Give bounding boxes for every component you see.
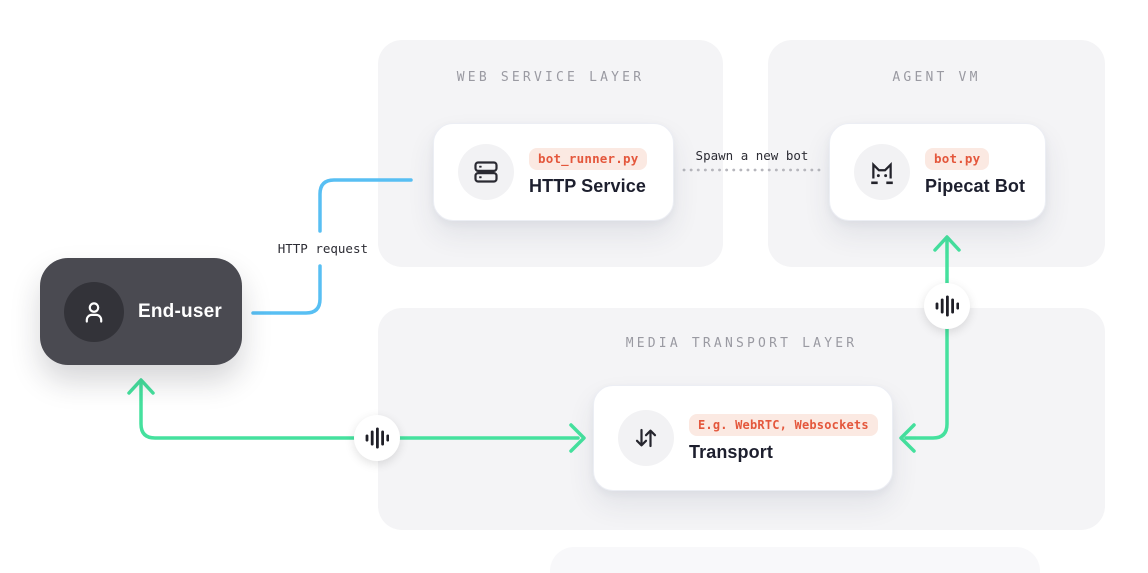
user-icon [64, 281, 124, 342]
arrowhead-up-icon [933, 235, 961, 252]
pipecat-bot-file-badge: bot.py [925, 147, 990, 170]
cat-icon [854, 144, 910, 200]
http-service-title: HTTP Service [529, 175, 646, 196]
http-request-line [251, 178, 413, 315]
http-request-label: HTTP request [277, 241, 368, 256]
pipecat-bot-title: Pipecat Bot [925, 175, 1026, 196]
server-icon [458, 144, 514, 200]
node-pipecat-bot: bot.py Pipecat Bot [829, 123, 1046, 221]
arrowhead-up-icon [127, 378, 155, 395]
arrowhead-left-icon [899, 423, 916, 453]
panel-title-web-service-layer: WEB SERVICE LAYER [456, 70, 645, 85]
audio-waveform-icon [354, 415, 400, 461]
http-service-file-badge: bot_runner.py [529, 147, 648, 170]
panel-title-agent-vm: AGENT VM [892, 70, 981, 85]
node-transport: E.g. WebRTC, Websockets Transport [593, 385, 893, 491]
bot-media-line [899, 235, 961, 453]
node-end-user: End-user [40, 258, 242, 365]
audio-waveform-icon [924, 283, 970, 329]
arrowhead-right-icon [569, 423, 586, 453]
user-media-line [127, 378, 586, 453]
node-http-service: bot_runner.py HTTP Service [433, 123, 674, 221]
transport-examples-badge: E.g. WebRTC, Websockets [689, 413, 878, 436]
up-down-arrows-icon [618, 410, 674, 466]
partial-panel-bottom [550, 547, 1040, 573]
end-user-label: End-user [138, 300, 222, 322]
spawn-bot-label: Spawn a new bot [695, 148, 809, 163]
panel-title-media-transport-layer: MEDIA TRANSPORT LAYER [625, 336, 858, 351]
transport-title: Transport [689, 441, 773, 462]
